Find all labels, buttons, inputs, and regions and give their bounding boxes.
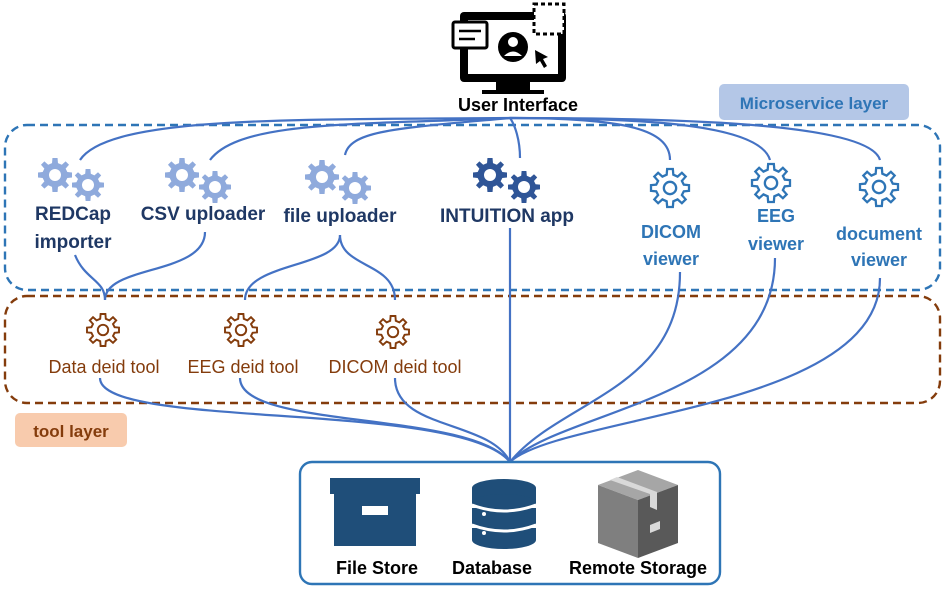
dicom-viewer-label-line1: DICOM xyxy=(641,222,701,242)
eeg-viewer-label-line1: EEG xyxy=(757,206,795,226)
link-ui-csv xyxy=(209,116,511,161)
microservice-layer-label: Microservice layer xyxy=(740,94,889,113)
database-icon xyxy=(471,479,537,549)
remote-storage: Remote Storage xyxy=(569,470,707,578)
double-gear-icon xyxy=(473,158,540,203)
tool-layer-badge: tool layer xyxy=(15,413,127,447)
link-file-dicom-deid xyxy=(338,234,397,301)
file-uploader-label: file uploader xyxy=(284,206,398,227)
database-label: Database xyxy=(452,558,532,578)
double-gear-icon xyxy=(38,158,104,201)
gear-outline-icon xyxy=(750,162,792,204)
gear-outline-icon xyxy=(376,315,410,349)
dicom-deid-tool-label: DICOM deid tool xyxy=(328,357,461,377)
dicom-viewer-label-line2: viewer xyxy=(643,249,699,269)
eeg-deid-tool-label: EEG deid tool xyxy=(187,357,298,377)
file-store-label: File Store xyxy=(336,558,418,578)
link-eeg-storage xyxy=(509,257,777,463)
double-gear-icon xyxy=(305,160,371,204)
redcap-label-line1: REDCap xyxy=(35,204,111,225)
double-gear-icon xyxy=(165,158,231,203)
gear-outline-icon xyxy=(858,166,900,208)
eeg-viewer-label-line2: viewer xyxy=(748,234,804,254)
microservice-csv-uploader: CSV uploader xyxy=(141,158,266,225)
database: Database xyxy=(452,479,537,578)
data-deid-tool-label: Data deid tool xyxy=(48,357,159,377)
gear-outline-icon xyxy=(86,313,120,347)
redcap-label-line2: importer xyxy=(34,232,112,253)
gear-outline-icon xyxy=(224,313,258,347)
connections xyxy=(73,116,882,463)
package-box-icon xyxy=(598,470,678,558)
link-csv-data-deid xyxy=(103,231,207,301)
microservice-layer-badge: Microservice layer xyxy=(719,84,909,120)
tool-layer-border xyxy=(3,294,942,405)
csv-uploader-label: CSV uploader xyxy=(141,204,266,225)
user-interface-node: User Interface xyxy=(451,2,578,115)
intuition-app-label: INTUITION app xyxy=(440,206,574,227)
storage-group: File Store Database xyxy=(298,460,722,586)
microservice-layer-border xyxy=(3,123,942,292)
archive-box-icon xyxy=(330,478,420,546)
link-eeg-deid-storage xyxy=(238,377,511,463)
gear-outline-icon xyxy=(649,167,691,209)
link-dicom-deid-storage xyxy=(393,377,511,463)
document-viewer-label-line2: viewer xyxy=(851,250,907,270)
link-ui-intuition xyxy=(509,117,522,159)
microservice-file-uploader: file uploader xyxy=(284,160,398,227)
link-document-storage xyxy=(509,277,882,463)
link-dicom-storage xyxy=(509,271,682,463)
tool-eeg-deid: EEG deid tool xyxy=(175,313,309,377)
microservice-dicom-viewer: DICOM viewer xyxy=(641,167,701,269)
remote-storage-label: Remote Storage xyxy=(569,558,707,578)
microservice-document-viewer: document viewer xyxy=(836,166,922,270)
microservice-redcap: REDCap importer xyxy=(34,158,112,253)
user-interface-label: User Interface xyxy=(458,95,578,115)
link-ui-file xyxy=(343,116,511,156)
link-ui-document xyxy=(509,116,882,161)
document-viewer-label-line1: document xyxy=(836,224,922,244)
tool-layer-label: tool layer xyxy=(33,422,109,441)
link-redcap-data-deid xyxy=(73,254,107,301)
tool-dicom-deid: DICOM deid tool xyxy=(316,315,474,377)
microservice-intuition-app: INTUITION app xyxy=(440,158,574,227)
link-ui-redcap xyxy=(79,116,511,161)
tool-data-deid: Data deid tool xyxy=(30,313,170,377)
link-data-deid-storage xyxy=(98,377,511,463)
microservice-eeg-viewer: EEG viewer xyxy=(748,162,804,254)
monitor-user-icon xyxy=(451,2,566,94)
link-file-eeg-deid xyxy=(243,234,342,301)
file-store: File Store xyxy=(330,478,420,578)
